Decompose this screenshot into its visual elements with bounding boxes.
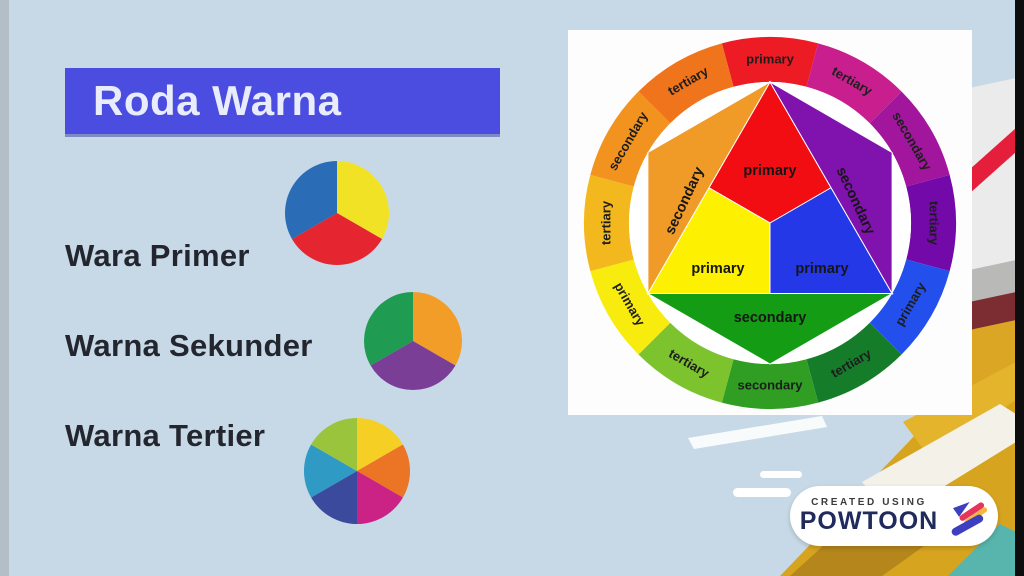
powtoon-logo-icon	[951, 502, 988, 536]
pie-slice-yellow-green	[311, 418, 357, 471]
pie-slice-yellow	[337, 161, 389, 239]
ring-segment-yellow	[590, 259, 671, 355]
frame-edge-right	[1015, 0, 1024, 576]
pie-slice-orange	[357, 444, 411, 498]
page-title: Roda Warna	[93, 77, 342, 124]
label-warna-tertier: Warna Tertier	[65, 418, 266, 453]
frame-edge-left	[0, 0, 9, 576]
pie-slice-indigo	[311, 471, 357, 524]
ring-label-blue-violet: tertiary	[927, 201, 942, 246]
pie-slice-yellow	[357, 418, 403, 471]
primary-colors-pie-svg	[285, 161, 389, 265]
pie-slice-teal	[303, 444, 357, 498]
ring-segment-red-orange	[638, 43, 734, 124]
ring-segment-yellow-green	[638, 322, 734, 403]
inner-piece-green	[646, 293, 894, 365]
pie-slice-blue	[285, 161, 337, 239]
ring-segment-yellow-orange	[584, 174, 634, 272]
powtoon-badge-text: CREATED USING POWTOON	[800, 497, 938, 536]
label-warna-primer: Wara Primer	[65, 238, 250, 273]
secondary-colors-pie-svg	[363, 292, 463, 391]
ring-label-green: secondary	[737, 377, 803, 392]
ring-label-yellow-orange: tertiary	[598, 200, 613, 245]
title-banner: Roda Warna	[65, 68, 500, 134]
pie-slice-red	[291, 213, 383, 265]
ring-segment-orange	[590, 91, 671, 187]
tertiary-colors-pie	[303, 417, 411, 530]
inner-label-blue: primary	[795, 261, 848, 277]
ring-segment-blue	[869, 259, 950, 355]
inner-label-green: secondary	[734, 310, 807, 326]
inner-label-red: primary	[743, 163, 796, 179]
inner-label-yellow: primary	[691, 261, 744, 277]
badge-brand: POWTOON	[799, 506, 939, 535]
inner-piece-violet	[768, 80, 893, 296]
speed-line	[733, 488, 791, 497]
ring-label-red: primary	[746, 51, 794, 66]
white-swoosh	[688, 416, 827, 449]
ring-segment-violet	[869, 91, 950, 187]
speed-line	[760, 471, 802, 478]
pie-slice-green	[363, 292, 413, 366]
inner-piece-orange	[647, 80, 772, 296]
primary-colors-pie	[284, 160, 390, 271]
powtoon-badge[interactable]: CREATED USING POWTOON	[790, 486, 998, 546]
ring-segment-red	[721, 37, 819, 87]
pie-slice-purple	[370, 341, 456, 391]
ring-segment-blue-violet	[906, 174, 956, 272]
secondary-colors-pie	[363, 291, 463, 396]
pie-slice-magenta	[357, 471, 403, 524]
pie-slice-orange	[413, 292, 463, 366]
ring-segment-red-violet	[806, 43, 902, 124]
label-warna-sekunder: Warna Sekunder	[65, 328, 313, 363]
tertiary-colors-pie-svg	[303, 418, 411, 524]
